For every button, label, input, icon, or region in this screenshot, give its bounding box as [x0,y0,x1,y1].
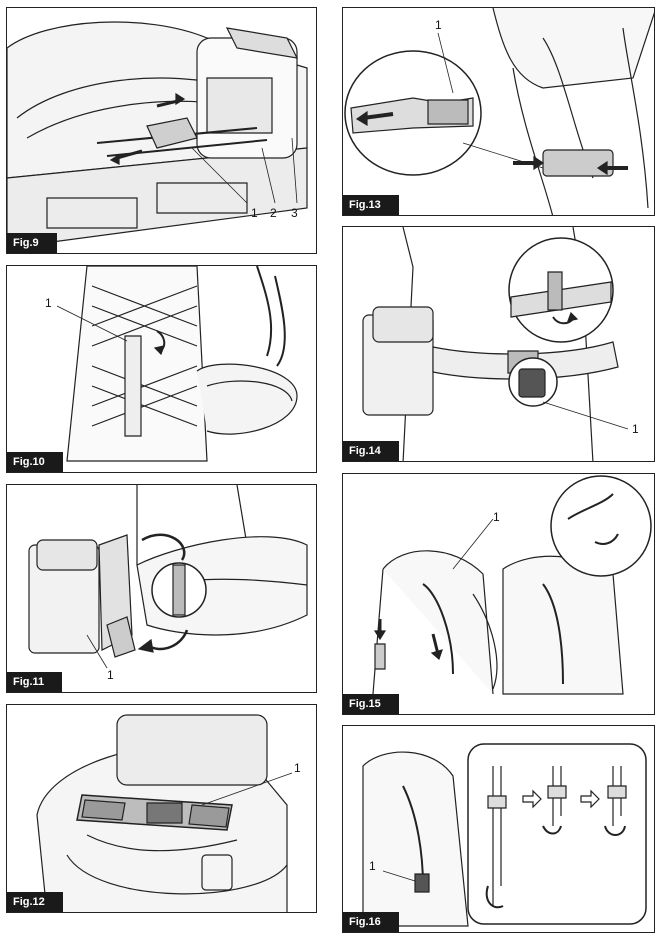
figure-10-illustration [7,266,317,473]
callout-1: 1 [251,206,258,220]
figure-9-panel: 1 2 3 Fig.9 [6,7,317,254]
figure-9-illustration [7,8,317,254]
figure-label: Fig.10 [7,452,63,472]
callout-2: 2 [270,206,277,220]
figure-label: Fig.12 [7,892,63,912]
callout-1: 1 [107,668,114,682]
figure-11-illustration [7,485,317,693]
figure-12-illustration [7,705,317,912]
callout-3: 3 [291,206,298,220]
figure-14-illustration [343,227,655,462]
figure-label: Fig.9 [7,233,57,253]
callout-1: 1 [435,18,442,32]
callout-1: 1 [369,859,376,873]
figure-14-panel: 1 Fig.14 [342,226,655,462]
figure-13-panel: 1 Fig.13 [342,7,655,216]
figure-16-panel: 1 Fig.16 [342,725,655,933]
figure-15-panel: 1 Fig.15 [342,473,655,715]
callout-1: 1 [632,422,639,436]
callout-1: 1 [45,296,52,310]
figure-16-illustration [343,726,655,933]
figure-label: Fig.13 [343,195,399,215]
figure-12-panel: 1 Fig.12 [6,704,317,913]
callout-1: 1 [294,761,301,775]
figure-label: Fig.14 [343,441,399,461]
figure-label: Fig.16 [343,912,399,932]
figure-label: Fig.11 [7,672,63,692]
figure-11-panel: 1 Fig.11 [6,484,317,693]
figure-10-panel: 1 Fig.10 [6,265,317,473]
figure-13-illustration [343,8,654,216]
callout-1: 1 [493,510,500,524]
figure-label: Fig.15 [343,694,399,714]
figure-15-illustration [343,474,655,715]
